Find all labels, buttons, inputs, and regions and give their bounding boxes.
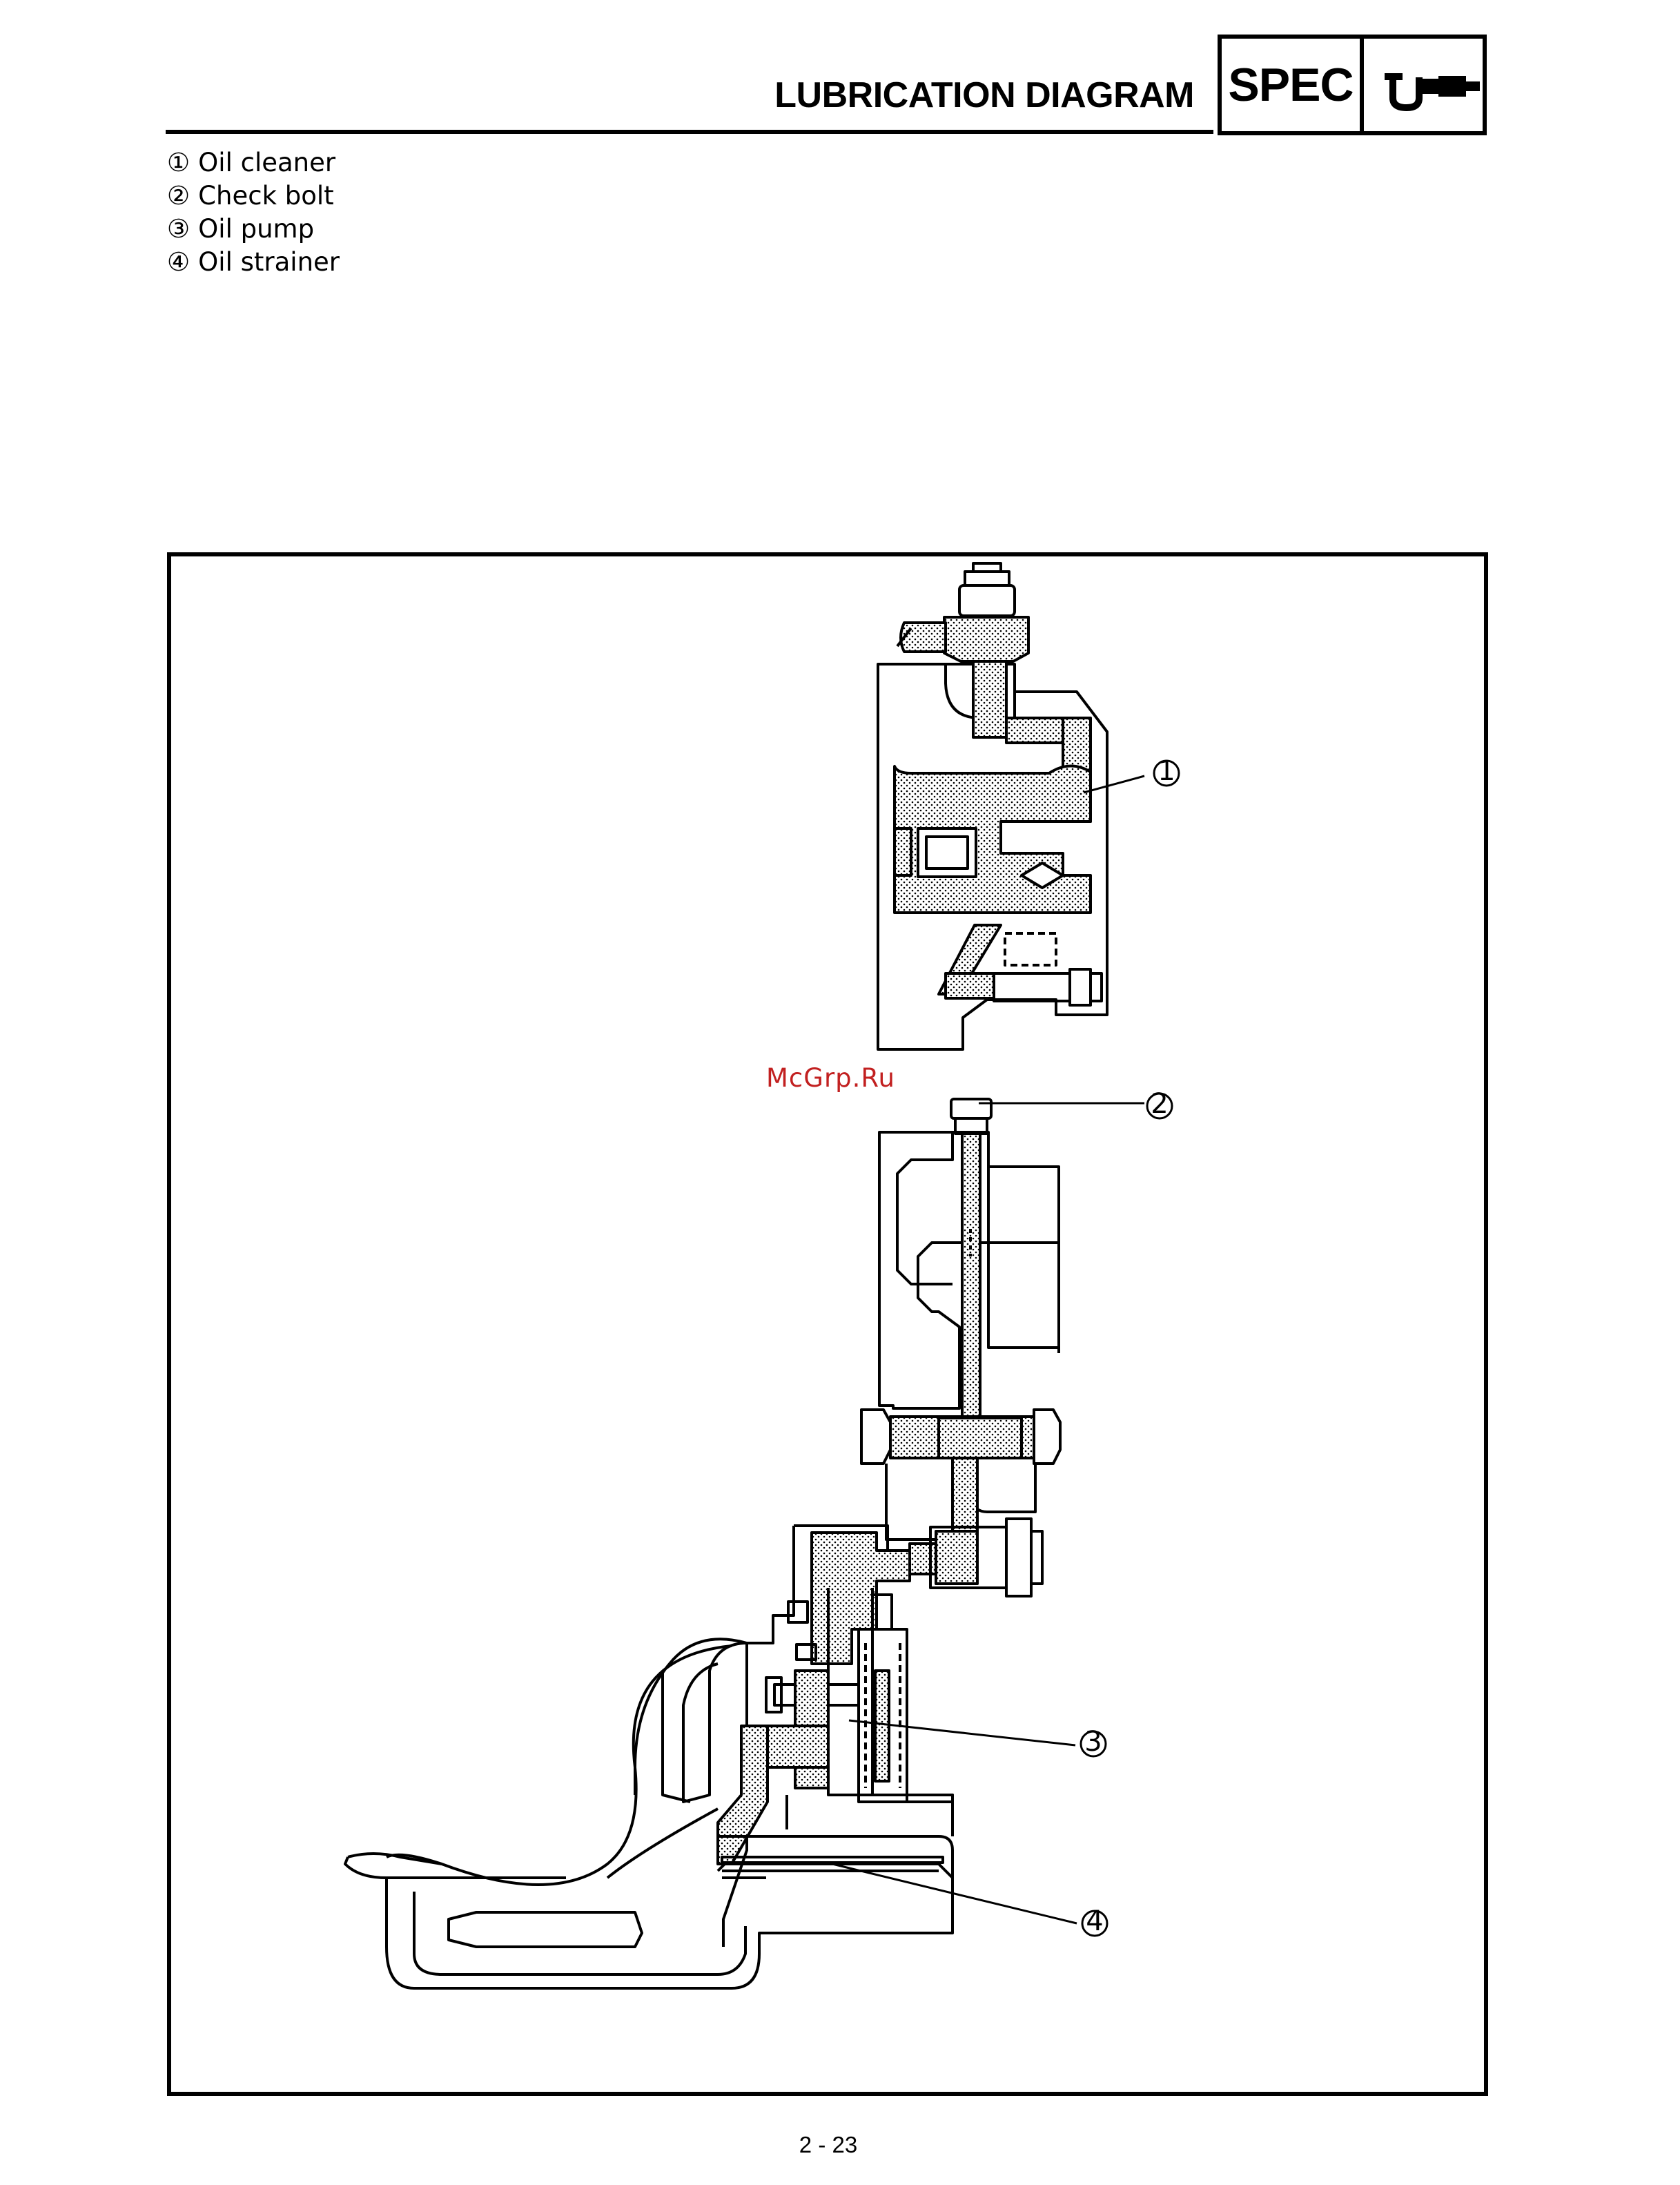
- page-number: 2 - 23: [759, 2132, 897, 2158]
- check-bolt-assembly: [861, 1099, 1060, 1562]
- callout-oil-pump: 3: [1084, 1726, 1102, 1758]
- callout-oil-strainer: 4: [1086, 1905, 1103, 1937]
- oil-cleaner-assembly: [878, 563, 1107, 1049]
- callout-check-bolt: 2: [1151, 1088, 1168, 1120]
- oil-pump-assembly: [345, 1519, 1042, 1988]
- callout-circles: [1081, 761, 1179, 1936]
- watermark: McGrp.Ru: [766, 1063, 895, 1093]
- callout-oil-cleaner: 1: [1158, 755, 1175, 787]
